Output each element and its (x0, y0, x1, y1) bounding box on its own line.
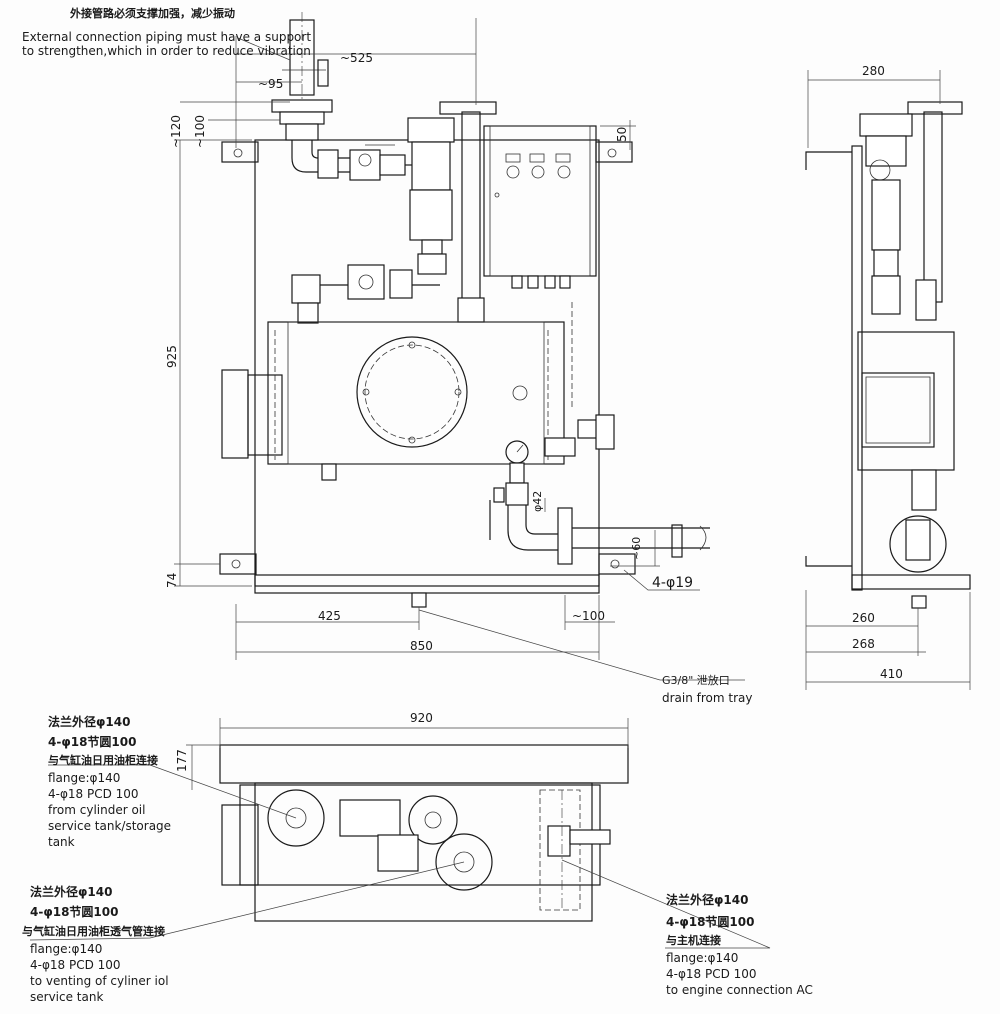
flange-cylinder-tank (267, 789, 325, 847)
indicator-lamp-2 (529, 153, 545, 163)
flange-venting (435, 833, 493, 891)
dim-920: 920 (410, 711, 433, 725)
tank-inspection-cover (356, 336, 468, 448)
switch-1 (506, 165, 520, 179)
control-box (483, 125, 597, 277)
callout-2-cn1: 法兰外径φ140 (30, 884, 112, 899)
callout-3-en1: flange:φ140 (666, 951, 738, 965)
note-support-en-1: External connection piping must have a s… (22, 30, 311, 44)
front-drip-tray (254, 574, 600, 594)
callout-2-en4: service tank (30, 990, 103, 1004)
dim-74: 74 (165, 573, 179, 588)
top-heater (221, 804, 259, 886)
switch-2 (531, 165, 545, 179)
dim-120: ~120 (169, 115, 183, 148)
oil-tank (267, 321, 565, 465)
indicator-lamp-3 (555, 153, 571, 163)
callout-1-en4: service tank/storage (48, 819, 171, 833)
callout-2-en3: to venting of cyliner iol (30, 974, 169, 988)
dim-holes: 4-φ19 (652, 575, 693, 591)
side-window (861, 372, 935, 448)
note-drain-cn: G3/8" 泄放口 (662, 673, 730, 687)
dim-268: 268 (852, 637, 875, 651)
note-support-cn: 外接管路必须支撑加强，减少振动 (69, 6, 235, 20)
callout-3-cn3: 与主机连接 (666, 933, 721, 947)
callout-3-cn2: 4-φ18节圆100 (666, 914, 754, 929)
callout-1-cn3: 与气缸油日用油柜连接 (48, 753, 158, 767)
drain-plug (411, 592, 427, 608)
bottom-left-lug (219, 553, 257, 575)
callout-2-en2: 4-φ18 PCD 100 (30, 958, 121, 972)
dim-410: 410 (880, 667, 903, 681)
callout-3-cn1: 法兰外径φ140 (666, 892, 748, 907)
side-outlet-flange (889, 515, 947, 573)
dim-60: ~60 (630, 537, 643, 560)
note-support-en-2: to strengthen,which in order to reduce v… (22, 44, 311, 58)
callout-3-en2: 4-φ18 PCD 100 (666, 967, 757, 981)
dim-425: 425 (318, 609, 341, 623)
top-control-box (539, 789, 581, 911)
callout-3-en3: to engine connection AC (666, 983, 813, 997)
switch-3 (557, 165, 571, 179)
callout-2-cn2: 4-φ18节圆100 (30, 904, 118, 919)
side-tank (857, 331, 955, 471)
side-view (805, 70, 971, 690)
top-filter (408, 795, 458, 845)
front-view (174, 12, 745, 681)
outlet-flange (557, 507, 573, 565)
top-left-lug (221, 141, 259, 163)
dim-850: 850 (410, 639, 433, 653)
callout-1-en2: 4-φ18 PCD 100 (48, 787, 139, 801)
callout-1-en1: flange:φ140 (48, 771, 120, 785)
dim-280: 280 (862, 64, 885, 78)
dim-95: ~95 (258, 77, 283, 91)
dim-100-bottom: ~100 (572, 609, 605, 623)
dim-925: 925 (165, 345, 179, 368)
side-drip-tray (851, 574, 971, 590)
filter-body (409, 189, 453, 241)
callout-1-cn2: 4-φ18节圆100 (48, 734, 136, 749)
note-drain-en: drain from tray (662, 691, 753, 705)
dim-phi42: φ42 (531, 491, 544, 512)
callout-1-en5: tank (48, 835, 75, 849)
top-tray (219, 744, 629, 784)
mid-valve (347, 264, 385, 300)
top-valve (349, 149, 381, 181)
dim-525: ~525 (340, 51, 373, 65)
dim-50: 50 (615, 127, 629, 142)
bottom-right-lug (598, 553, 636, 575)
callout-2-cn3: 与气缸油日用油柜透气管连接 (22, 924, 165, 938)
dim-100-top: ~100 (193, 115, 207, 148)
top-view (29, 718, 771, 949)
heater-cover (221, 369, 249, 459)
filter-head (407, 117, 455, 143)
top-right-lug (595, 141, 633, 163)
callout-2-en1: flange:φ140 (30, 942, 102, 956)
dim-177: 177 (175, 749, 189, 772)
callout-1-en3: from cylinder oil (48, 803, 145, 817)
dim-260: 260 (852, 611, 875, 625)
indicator-lamp-1 (505, 153, 521, 163)
callout-1-cn1: 法兰外径φ140 (48, 714, 130, 729)
